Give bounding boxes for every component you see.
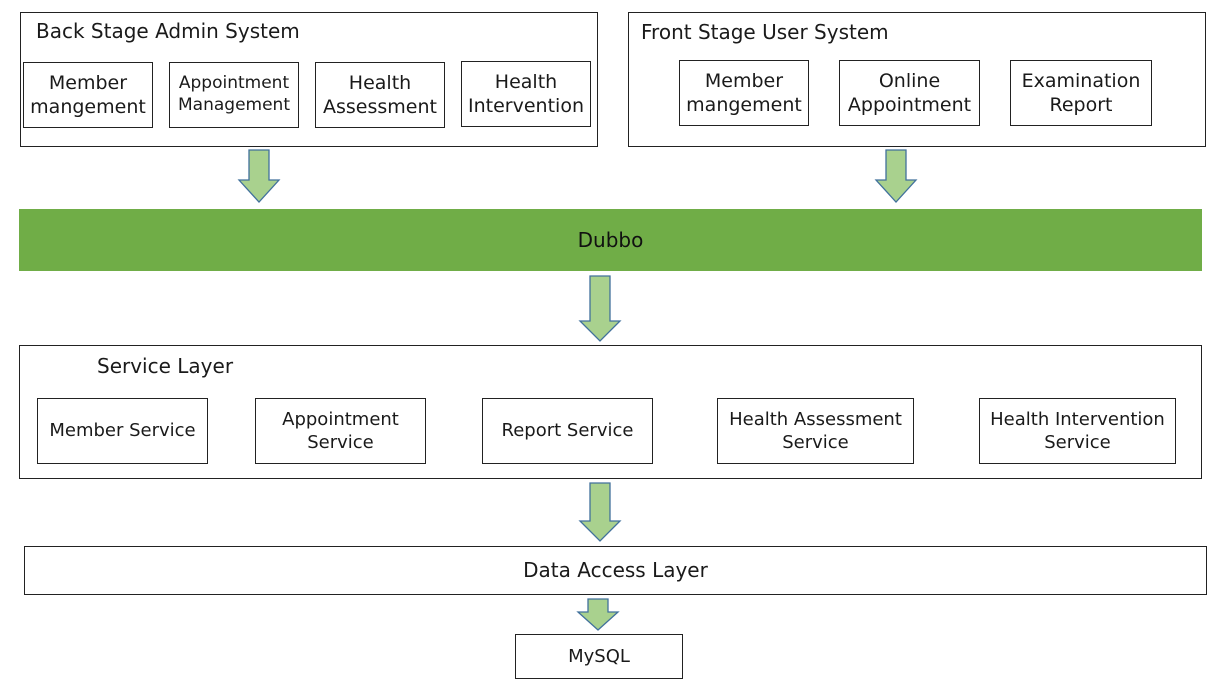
module-label: Health — [348, 71, 412, 94]
module-label: Health — [494, 70, 558, 93]
service-label: Service — [1044, 432, 1111, 453]
service-label: Health Assessment — [729, 408, 902, 430]
service-label: Member Service — [49, 420, 196, 442]
service-label: Report Service — [501, 420, 634, 442]
back-stage-title: Back Stage Admin System — [36, 19, 300, 43]
module-label: Member — [48, 71, 128, 94]
mysql-label: MySQL — [568, 645, 630, 667]
module-label: Report — [1049, 94, 1113, 116]
service-label: Health Intervention — [990, 408, 1165, 430]
down-arrow-icon — [578, 482, 622, 542]
data-access-label: Data Access Layer — [523, 557, 708, 582]
mysql-database: MySQL — [515, 634, 683, 679]
module-label: Online — [878, 69, 941, 92]
front-stage-title: Front Stage User System — [641, 20, 889, 44]
down-arrow-icon — [237, 149, 281, 203]
report-service: Report Service — [482, 398, 653, 464]
module-label: mangement — [30, 96, 146, 118]
module-label: Examination — [1021, 69, 1141, 92]
dubbo-bus: Dubbo — [19, 209, 1202, 271]
module-label: Management — [178, 95, 290, 115]
service-layer-title: Service Layer — [97, 354, 234, 378]
service-label: Service — [782, 432, 849, 453]
module-label: mangement — [686, 94, 802, 116]
module-label: Appointment — [847, 94, 972, 116]
service-label: Service — [307, 432, 374, 453]
service-label: Appointment — [282, 408, 399, 430]
module-label: Member — [704, 69, 784, 92]
dubbo-label: Dubbo — [577, 228, 644, 252]
down-arrow-icon — [874, 149, 918, 203]
down-arrow-icon — [578, 275, 622, 342]
module-label: Assessment — [323, 96, 437, 118]
down-arrow-icon — [576, 598, 620, 631]
data-access-layer: Data Access Layer — [24, 546, 1207, 595]
module-label: Intervention — [468, 95, 584, 117]
module-label: Appointment — [178, 73, 290, 94]
member-service: Member Service — [37, 398, 208, 464]
